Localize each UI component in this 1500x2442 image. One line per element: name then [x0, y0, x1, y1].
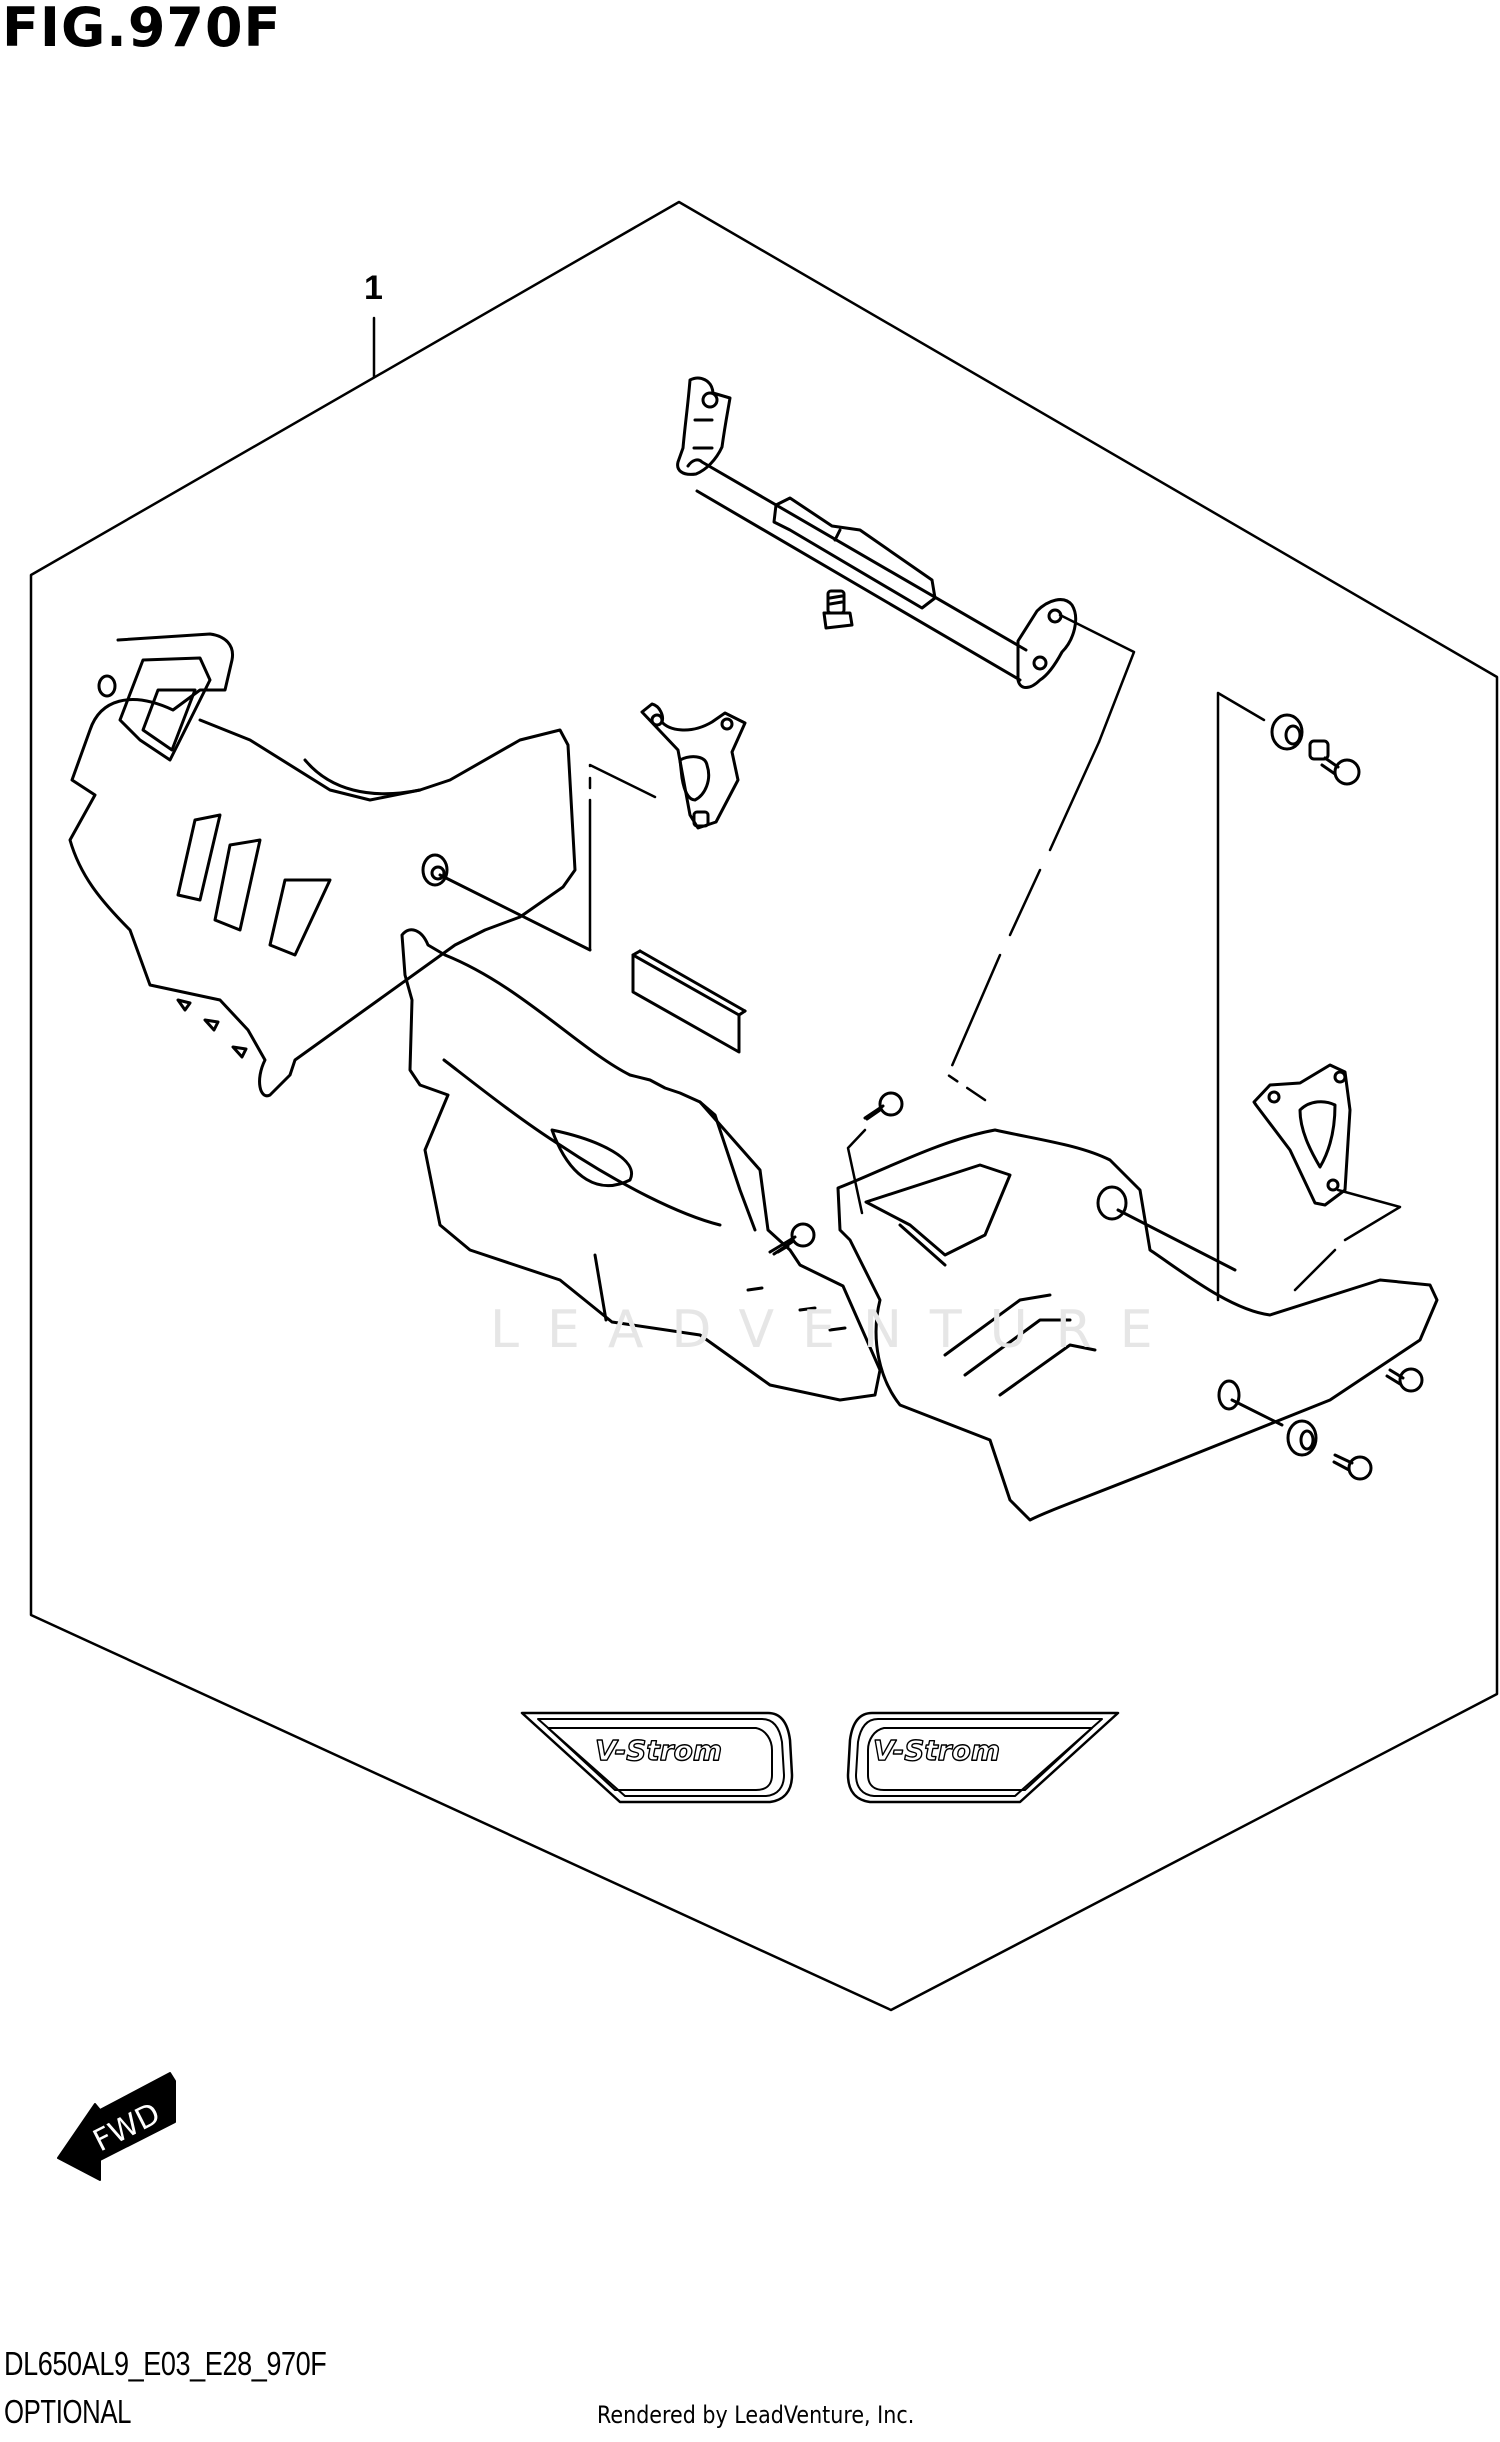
- collar-set-upper: [1270, 713, 1361, 786]
- tapping-screw-center: [768, 1222, 816, 1256]
- flange-bolt: [822, 589, 854, 630]
- right-bracket: [1252, 1063, 1352, 1207]
- fwd-arrow-icon: FWD: [57, 2072, 176, 2181]
- section-label: OPTIONAL: [4, 2393, 132, 2430]
- foam-pad: [631, 949, 747, 1054]
- leader-right-bracket: [1293, 1188, 1402, 1292]
- leader-left-guard: [588, 763, 657, 952]
- leader-right-vertical: [1216, 691, 1266, 1302]
- emblem-right-text: V-Strom: [873, 1734, 1000, 1767]
- right-guard: [836, 1128, 1439, 1522]
- kit-group-outline: [29, 200, 1499, 2012]
- left-bracket: [640, 702, 747, 830]
- callout-label-1: 1: [364, 269, 383, 307]
- left-guard: [68, 632, 592, 1098]
- leader-bar-right: [1058, 613, 1136, 744]
- screw-right: [1385, 1367, 1424, 1393]
- emblem-left-text: V-Strom: [595, 1734, 722, 1767]
- watermark: LEADVENTURE: [490, 1300, 1181, 1360]
- emblem-right: V-Strom: [846, 1711, 1120, 1804]
- leader-bar-down: [946, 740, 1101, 1102]
- emblem-left: V-Strom: [520, 1711, 794, 1804]
- leader-screw-upper: [846, 1128, 867, 1215]
- figure-code: DL650AL9_E03_E28_970F: [4, 2345, 327, 2382]
- collar-set-lower: [1286, 1419, 1373, 1481]
- mounting-bar: [676, 376, 1078, 689]
- tapping-screw-upper: [863, 1091, 904, 1121]
- render-credit: Rendered by LeadVenture, Inc.: [597, 2401, 915, 2429]
- figure-title: FIG.970F: [2, 0, 282, 59]
- left-skid-plate: [400, 928, 882, 1402]
